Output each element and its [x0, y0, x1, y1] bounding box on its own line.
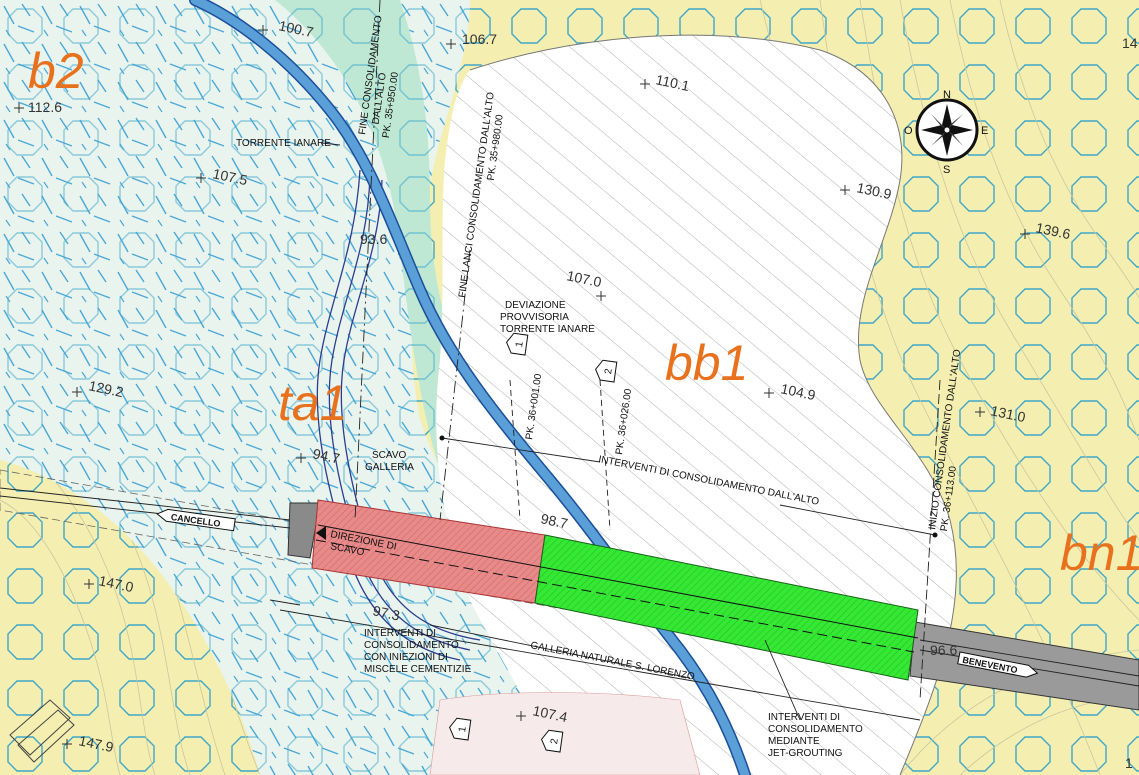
- label-scavo: SCAVO: [372, 450, 406, 461]
- zone-label-b2: b2: [28, 43, 84, 99]
- elevation-label: 129.2: [87, 377, 125, 400]
- pink-terrain-area: [429, 692, 701, 775]
- label-deviazione-2: PROVVISORIA: [500, 312, 569, 323]
- section-marker-2-top: 2: [595, 359, 618, 383]
- elevation-label: 107.0: [565, 267, 603, 290]
- compass-w: O: [904, 125, 913, 137]
- svg-text:1: 1: [514, 340, 526, 347]
- elevation-label: 106.7: [462, 31, 497, 47]
- svg-text:2: 2: [603, 367, 615, 374]
- label-iniezioni-4: MISCELE CEMENTIZIE: [364, 664, 472, 675]
- building-footprint: [9, 699, 75, 763]
- leader-lines: [269, 0, 941, 721]
- elevation-label: 94.7: [311, 445, 341, 466]
- label-jet-3: MEDIANTE: [768, 736, 820, 747]
- svg-text:2: 2: [549, 737, 561, 744]
- section-marker-1-bottom: 1: [449, 717, 472, 741]
- tunnel-axis-lines: [315, 524, 919, 653]
- compass-s: S: [943, 164, 950, 176]
- elevation-labels: 100.7 106.7 110.1 112.6 107.5 93.6 107.0…: [28, 17, 1138, 771]
- zone-label-bn1: bn1: [1060, 525, 1139, 581]
- section-marker-2-bottom: 2: [541, 729, 564, 753]
- zone-label-bb1: bb1: [665, 335, 748, 391]
- section-marker-1-top: 1: [506, 332, 529, 356]
- elevation-label: 1: [1125, 755, 1133, 771]
- svg-text:1: 1: [457, 725, 469, 732]
- elevation-label: 104.9: [779, 380, 817, 403]
- elevation-label: 93.6: [360, 231, 387, 247]
- elevation-label: 100.7: [277, 17, 315, 40]
- label-iniezioni-2: CONSOLIDAMENTO: [364, 640, 459, 651]
- elevation-label: 110.1: [654, 71, 691, 94]
- elevation-label: 107.5: [211, 165, 249, 188]
- label-jet-2: CONSOLIDAMENTO: [768, 724, 863, 735]
- compass-rose: N S E O: [904, 89, 988, 176]
- elevation-label: 112.6: [28, 99, 62, 115]
- elevation-label: 14: [1122, 35, 1138, 51]
- label-deviazione: DEVIAZIONE: [505, 300, 566, 311]
- elevation-label: 98.7: [539, 510, 569, 531]
- label-torrente-ianare: TORRENTE IANARE: [236, 138, 331, 149]
- direction-arrow-icon: [316, 526, 326, 540]
- compass-e: E: [981, 125, 988, 137]
- elevation-label: 147.0: [97, 572, 135, 595]
- elevation-label: 139.6: [1034, 219, 1072, 242]
- elevation-markers: [14, 25, 1030, 749]
- compass-star-icon: [921, 104, 973, 156]
- label-galleria: GALLERIA: [365, 462, 414, 473]
- label-jet-4: JET-GROUTING: [768, 748, 843, 759]
- label-jet: INTERVENTI DI: [768, 712, 840, 723]
- zone-label-ta1: ta1: [278, 375, 348, 431]
- elevation-label: 131.0: [989, 402, 1027, 425]
- elevation-label: 97.3: [371, 602, 401, 623]
- tunnel-portal-grey: [287, 502, 321, 559]
- elevation-label: 107.4: [531, 702, 569, 725]
- label-iniezioni: INTERVENTI DI: [364, 628, 436, 639]
- label-iniezioni-3: CON INIEZIONI DI: [364, 652, 448, 663]
- compass-n: N: [943, 89, 951, 101]
- riverbank-lines: [316, 169, 481, 661]
- elevation-label: 147.9: [77, 732, 115, 755]
- label-deviazione-3: TORRENTE IANARE: [500, 324, 595, 335]
- elevation-label: 96.6: [930, 642, 957, 658]
- jet-grouting-area-green: [534, 534, 919, 681]
- elevation-label: 130.9: [855, 179, 893, 202]
